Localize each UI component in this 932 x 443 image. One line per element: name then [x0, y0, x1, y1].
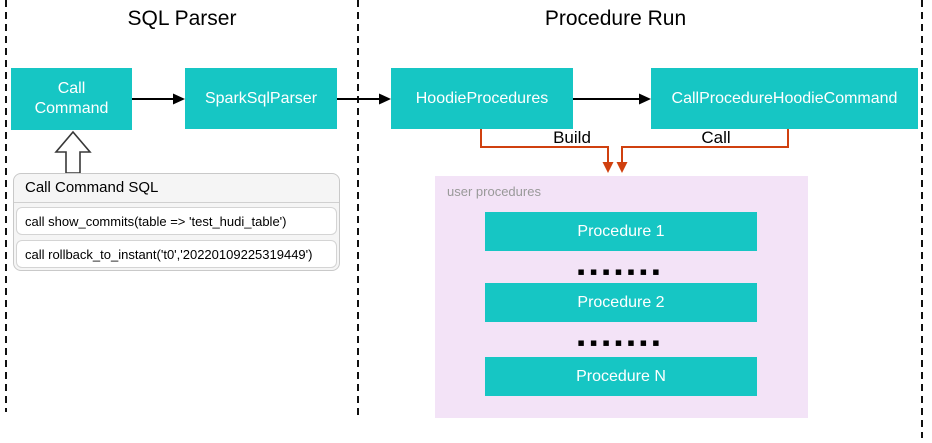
section-title-procedure-run: Procedure Run: [544, 7, 687, 30]
sql-panel-body: call show_commits(table => 'test_hudi_ta…: [14, 203, 339, 270]
node-procedure-n: Procedure N: [485, 357, 757, 396]
ellipsis-dots: ▪▪▪▪▪▪▪: [577, 265, 665, 278]
sql-to-callcommand-block-arrow: [54, 130, 92, 174]
node-hoodie-procedures: HoodieProcedures: [391, 68, 573, 129]
sql-statement-row: call rollback_to_instant('t0','202201092…: [16, 240, 337, 268]
arrow-callcommand-to-sparksqlparser: [132, 93, 185, 105]
edge-label-call: Call: [701, 128, 731, 147]
arrow-hoodieprocedures-to-callprocedure: [573, 93, 651, 105]
user-procedures-label: user procedures: [447, 184, 541, 199]
node-spark-sql-parser: SparkSqlParser: [185, 68, 337, 129]
node-call-command: Call Command: [11, 68, 132, 130]
call-command-sql-panel: Call Command SQL call show_commits(table…: [13, 173, 340, 271]
sql-panel-title: Call Command SQL: [14, 174, 339, 203]
build-connector: [480, 129, 614, 173]
call-connector: [616, 129, 789, 173]
section-title-sql-parser: SQL Parser: [127, 7, 237, 30]
ellipsis-dots: ▪▪▪▪▪▪▪: [577, 336, 665, 349]
user-procedures-container: user procedures Procedure 1 ▪▪▪▪▪▪▪ Proc…: [435, 176, 808, 418]
node-procedure-2: Procedure 2: [485, 283, 757, 322]
sql-statement-row: call show_commits(table => 'test_hudi_ta…: [16, 207, 337, 235]
node-procedure-1: Procedure 1: [485, 212, 757, 251]
node-call-procedure-hoodie-command: CallProcedureHoodieCommand: [651, 68, 918, 129]
edge-label-build: Build: [553, 128, 591, 147]
arrow-sparksqlparser-to-hoodieprocedures: [337, 93, 391, 105]
